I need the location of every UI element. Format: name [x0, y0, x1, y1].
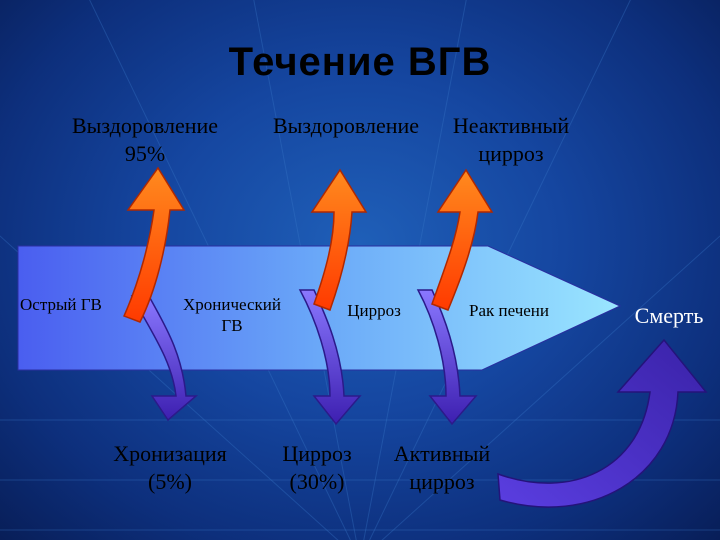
- inactive-cirrhosis-up-arrow: [431, 168, 494, 311]
- recovery-up-arrow: [310, 168, 368, 311]
- recovery-95-up-arrow: [122, 166, 186, 323]
- acute-hepatitis-label: Острый ГВ: [20, 295, 102, 314]
- active-cirrhosis-label: Активный цирроз: [393, 441, 491, 494]
- cirrhosis-30-label: Цирроз (30%): [282, 441, 352, 494]
- cirrhosis-label: Цирроз: [347, 301, 401, 320]
- active-cirrhosis-down-arrow: [416, 289, 478, 426]
- recovery-95-label: Выздоровление 95%: [71, 113, 219, 166]
- death-label: Смерть: [634, 303, 704, 328]
- cirrhosis-down-arrow: [298, 289, 362, 426]
- recovery-label: Выздоровление: [272, 113, 420, 138]
- chronic-hepatitis-label: Хронический ГВ: [183, 295, 281, 336]
- chronization-label: Хронизация (5%): [113, 441, 227, 494]
- death-curved-arrow: [497, 338, 708, 508]
- slide-title: Течение ВГВ: [228, 40, 492, 84]
- chronization-down-arrow: [130, 295, 199, 422]
- liver-cancer-label: Рак печени: [468, 301, 550, 320]
- inactive-cirrhosis-label: Неактивный цирроз: [452, 113, 570, 166]
